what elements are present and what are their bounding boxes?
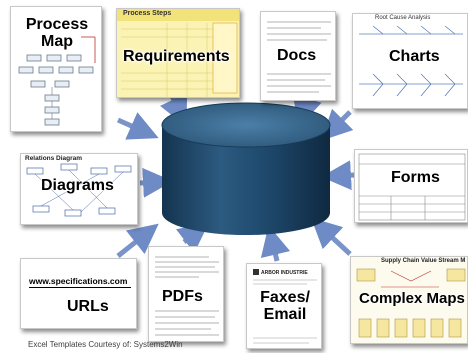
url-underline [29,287,131,288]
complex-maps-card: Supply Chain Value Stream M Complex Maps [350,256,468,344]
faxes-label: Faxes/ Email [260,289,310,323]
arrow-urls [116,223,159,258]
arrow-forms [321,160,355,191]
faxes-thumbnail [253,269,317,344]
charts-card: Root Cause Analysis Charts [352,13,468,109]
arrow-requirements [160,93,188,127]
docs-card: Docs [260,11,336,101]
arrow-process-map [116,112,159,140]
arrows [116,93,355,262]
forms-label: Forms [391,169,440,186]
complex-maps-thumbnail [356,268,466,338]
pdfs-label: PDFs [162,288,203,305]
diagrams-thumbnail [26,163,132,217]
diagrams-label: Diagrams [41,177,114,194]
url-text[interactable]: www.specifications.com [29,276,128,286]
diagrams-header-text: Relations Diagram [25,155,83,162]
arrow-pdfs [175,222,209,254]
forms-thumbnail [358,153,466,221]
pdfs-card: PDFs [148,246,224,342]
arrow-charts [321,108,354,141]
requirements-label: Requirements [123,48,230,65]
charts-thumbnail [359,25,463,97]
charts-label: Charts [389,48,440,65]
diagrams-card: Relations Diagram Diagrams [20,153,138,225]
requirements-header-text: Process Steps [123,10,172,17]
fax-header-text: ARBOR INDUSTRIE [261,270,308,276]
complex-maps-label: Complex Maps [359,290,465,307]
arrow-faxes [260,225,291,262]
process-map-card: Process Map [10,6,102,132]
pdfs-thumbnail [155,256,219,336]
complex-maps-header-text: Supply Chain Value Stream M [381,258,466,264]
arrow-diagrams [139,167,173,198]
forms-card: Forms [354,149,468,223]
requirements-card: Process Steps Requirements [116,8,240,98]
docs-label: Docs [277,47,317,64]
arrow-complex-maps [311,217,352,256]
requirements-thumbnail [121,22,238,97]
faxes-card: ARBOR INDUSTRIE Faxes/ Email [246,263,322,349]
process-map-thumbnail [18,36,96,126]
charts-header-text: Root Cause Analysis [375,15,431,21]
process-map-label: Process Map [25,16,89,50]
requirements-header-bar [117,9,239,21]
caption: Excel Templates Courtesy of: Systems2Win [28,340,183,349]
urls-label: URLs [67,298,109,315]
urls-card: www.specifications.com URLs [20,258,137,329]
docs-thumbnail [267,21,331,93]
